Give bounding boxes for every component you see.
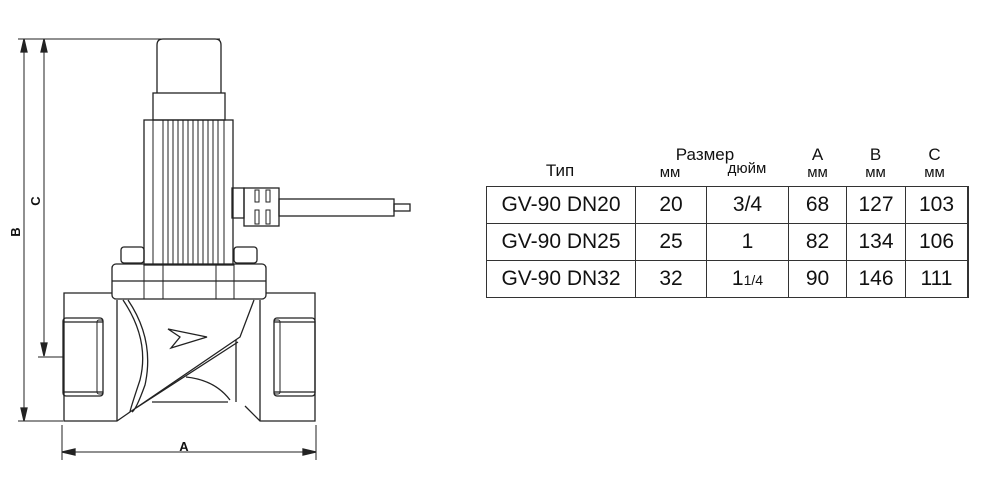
header-size-group: Размер — [675, 145, 735, 164]
spec-table: GV-90 DN20 20 3/4 68 127 103 GV-90 DN25 … — [486, 186, 969, 298]
cell-size-mm: 20 — [635, 186, 707, 224]
valve-coil — [143, 119, 234, 266]
dim-label-c: C — [28, 196, 43, 206]
inch-fraction: 1/4 — [743, 272, 764, 288]
header-a: A — [811, 145, 824, 164]
cell-type: GV-90 DN25 — [486, 223, 636, 261]
cell-type: GV-90 DN20 — [486, 186, 636, 224]
cell-c: 111 — [905, 260, 969, 298]
valve-flange — [111, 246, 267, 300]
cell-b: 146 — [846, 260, 906, 298]
cell-size-mm: 32 — [635, 260, 707, 298]
cell-size-inch: 1 — [706, 223, 789, 261]
header-type: Тип — [545, 161, 575, 180]
header-size-mm: мм — [659, 164, 681, 181]
cell-size-mm: 25 — [635, 223, 707, 261]
valve-drawing: A B C — [8, 38, 411, 460]
cell-type: GV-90 DN32 — [486, 260, 636, 298]
cell-a: 90 — [788, 260, 847, 298]
cell-b: 134 — [846, 223, 906, 261]
dim-label-a: A — [179, 439, 189, 454]
cell-c: 106 — [905, 223, 969, 261]
cell-a: 82 — [788, 223, 847, 261]
cell-size-inch: 11/4 — [706, 260, 789, 298]
table-row: GV-90 DN25 25 1 82 134 106 — [486, 223, 969, 261]
valve-ports — [62, 317, 316, 397]
cable-connector — [231, 187, 411, 227]
dim-label-b: B — [8, 227, 23, 236]
cell-b: 127 — [846, 186, 906, 224]
valve-body — [63, 292, 316, 422]
header-a-unit: мм — [807, 164, 828, 181]
header-b-unit: мм — [865, 164, 886, 181]
table-row: GV-90 DN32 32 11/4 90 146 111 — [486, 260, 969, 298]
header-b: B — [869, 145, 882, 164]
header-c: C — [928, 145, 941, 164]
table-row: GV-90 DN20 20 3/4 68 127 103 — [486, 186, 969, 224]
inch-whole: 1 — [731, 267, 744, 290]
cell-size-inch: 3/4 — [706, 186, 789, 224]
header-c-unit: мм — [924, 164, 945, 181]
valve-cap — [152, 38, 226, 121]
cell-c: 103 — [905, 186, 969, 224]
header-size-inch: дюйм — [727, 160, 767, 177]
cell-a: 68 — [788, 186, 847, 224]
dimension-lines: A B C — [8, 38, 317, 460]
